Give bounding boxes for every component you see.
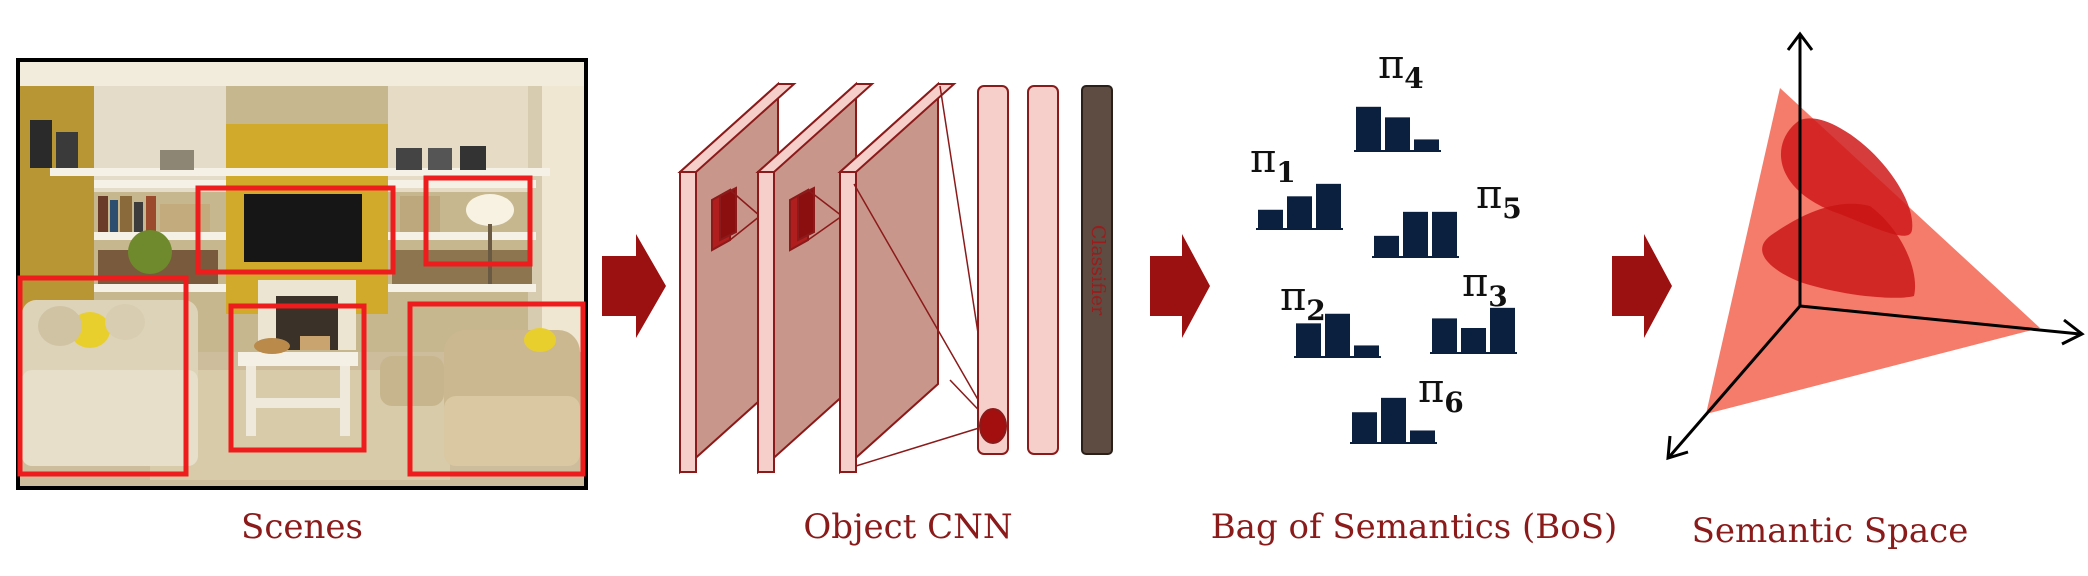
fc-neuron bbox=[979, 408, 1007, 444]
detection-box-table bbox=[228, 303, 367, 453]
bos-histogram-3: π3 bbox=[1430, 260, 1517, 354]
axes bbox=[1666, 31, 2085, 461]
floor-lamp bbox=[466, 194, 514, 226]
pi-symbol: π bbox=[1462, 260, 1488, 306]
sofa bbox=[22, 300, 198, 466]
pi-symbol: π bbox=[1378, 42, 1404, 88]
caption-semantic-space: Semantic Space bbox=[1692, 511, 1969, 551]
pi-subscript: 2 bbox=[1306, 294, 1325, 327]
pi-symbol: π bbox=[1418, 366, 1444, 412]
conv-layer-1 bbox=[677, 81, 797, 475]
histogram-bar bbox=[1490, 307, 1515, 352]
pi-symbol: π bbox=[1250, 136, 1276, 182]
flow-arrows bbox=[602, 234, 1672, 338]
pi-label-6: π6 bbox=[1418, 366, 1464, 419]
histogram-bar bbox=[1381, 397, 1406, 442]
pi-label-3: π3 bbox=[1462, 260, 1508, 313]
histogram-bar bbox=[1296, 323, 1321, 356]
picture-frames bbox=[30, 120, 486, 170]
histogram-bar bbox=[1287, 196, 1312, 228]
semantic-blob-1 bbox=[1780, 118, 1913, 236]
detection-box-sofa bbox=[17, 275, 189, 477]
bos-histogram-6: π6 bbox=[1350, 366, 1464, 444]
classifier-label: Classifier bbox=[1087, 225, 1109, 316]
fc-layer-1 bbox=[977, 85, 1009, 455]
conv-layer-3 bbox=[837, 81, 993, 475]
pi-subscript: 1 bbox=[1276, 156, 1295, 189]
histogram-bar bbox=[1432, 318, 1457, 352]
plant bbox=[128, 230, 172, 274]
histogram-bar bbox=[1356, 106, 1381, 150]
histogram-bar bbox=[1316, 183, 1341, 228]
pi-subscript: 5 bbox=[1502, 192, 1521, 225]
bos-histogram-4: π4 bbox=[1354, 42, 1441, 152]
bos-histogram-5: π5 bbox=[1372, 172, 1522, 258]
arrow-right-icon bbox=[1150, 234, 1210, 338]
arrow-right-icon bbox=[602, 234, 666, 338]
caption-bos: Bag of Semantics (BoS) bbox=[1211, 507, 1618, 547]
arrow-right-icon bbox=[1612, 234, 1672, 338]
caption-scenes: Scenes bbox=[241, 507, 363, 547]
object-detection-boxes bbox=[17, 175, 586, 477]
histogram-bar bbox=[1461, 328, 1486, 352]
histogram-bar bbox=[1352, 412, 1377, 442]
histogram-bar bbox=[1432, 211, 1457, 256]
detection-box-lamp bbox=[423, 175, 533, 267]
detection-box-armchair bbox=[407, 301, 586, 477]
histogram-bar bbox=[1403, 211, 1428, 256]
histogram-bar bbox=[1374, 235, 1399, 256]
pi-label-4: π4 bbox=[1378, 42, 1424, 95]
pi-symbol: π bbox=[1280, 274, 1306, 320]
histogram-bar bbox=[1354, 345, 1379, 356]
classifier-layer bbox=[1081, 85, 1113, 455]
window-curtain bbox=[536, 62, 584, 362]
pi-subscript: 6 bbox=[1444, 386, 1463, 419]
pi-subscript: 3 bbox=[1488, 280, 1507, 313]
bos-histogram-2: π2 bbox=[1280, 274, 1381, 358]
histogram-bar bbox=[1385, 117, 1410, 150]
histogram-bar bbox=[1325, 313, 1350, 356]
armchair bbox=[380, 328, 580, 466]
object-cnn bbox=[677, 81, 1113, 475]
fc-layer-2 bbox=[1027, 85, 1059, 455]
semantic-space bbox=[1666, 31, 2085, 461]
pi-subscript: 4 bbox=[1404, 62, 1423, 95]
pi-label-2: π2 bbox=[1280, 274, 1326, 327]
histogram-bar bbox=[1414, 139, 1439, 150]
pi-label-1: π1 bbox=[1250, 136, 1296, 189]
bos-histogram-1: π1 bbox=[1250, 136, 1343, 230]
scene-photo bbox=[16, 58, 588, 490]
pi-label-5: π5 bbox=[1476, 172, 1522, 225]
detection-box-tv bbox=[195, 185, 396, 275]
histogram-bar bbox=[1410, 430, 1435, 442]
histogram-bar bbox=[1258, 209, 1283, 228]
caption-object-cnn: Object CNN bbox=[803, 507, 1012, 547]
tv bbox=[244, 194, 362, 262]
pi-symbol: π bbox=[1476, 172, 1502, 218]
coffee-table bbox=[238, 336, 358, 436]
